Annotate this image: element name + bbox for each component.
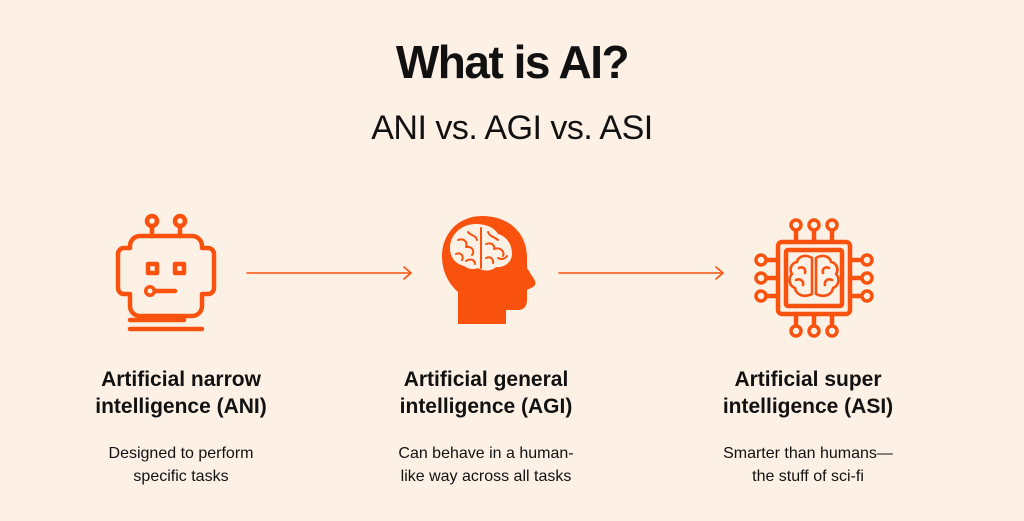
arrow-right-icon [558,266,724,280]
ani-desc-line2: specific tasks [133,468,229,485]
asi-desc-line2: the stuff of sci-fi [752,468,864,485]
robot-icon [115,213,217,332]
arrow-right-icon [246,266,412,280]
ani-title-line1: Artificial narrow [101,368,261,391]
ani-desc-line1: Designed to perform [108,445,254,462]
asi-title-line1: Artificial super [734,368,882,391]
page-title: What is AI? [395,36,630,88]
asi-desc-line1: Smarter than humans— [723,445,893,462]
asi-description: Smarter than humans— the stuff of sci-fi [723,442,893,488]
human-head-brain-icon [442,216,536,324]
asi-column: Artificial super intelligence (ASI) Smar… [658,366,958,485]
agi-title-line1: Artificial general [403,368,569,391]
agi-desc-line1: Can behave in a human- [398,445,574,462]
page-subtitle: ANI vs. AGI vs. ASI [371,109,653,147]
asi-title-line2: intelligence (ASI) [722,395,894,418]
agi-column: Artificial general intelligence (AGI) Ca… [336,366,636,485]
agi-description: Can behave in a human- like way across a… [398,442,573,488]
ani-description: Designed to perform specific tasks [109,442,254,488]
ani-title-line2: intelligence (ANI) [95,395,267,418]
agi-desc-line2: like way across all tasks [400,468,572,485]
ani-column: Artificial narrow intelligence (ANI) Des… [31,366,331,485]
agi-title-line2: intelligence (AGI) [399,395,573,418]
brain-chip-icon [754,218,874,338]
